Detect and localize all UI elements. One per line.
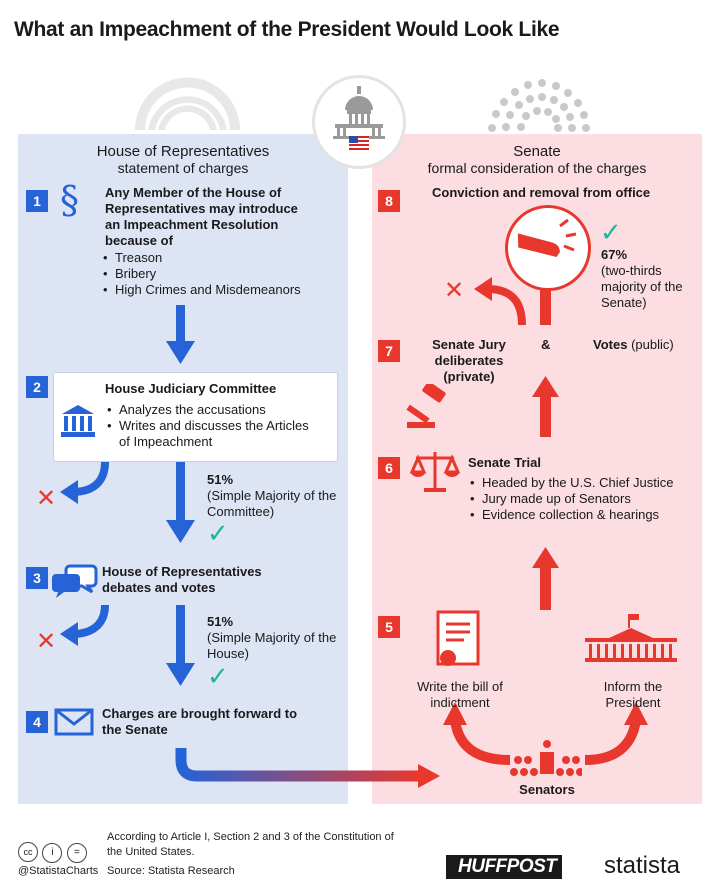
vote-house: 51% (Simple Majority of the House) bbox=[207, 614, 347, 662]
removal-badge bbox=[505, 205, 591, 291]
step-4-badge: 4 bbox=[26, 711, 48, 733]
list-item: Bribery bbox=[103, 266, 333, 282]
list-item: Headed by the U.S. Chief Justice bbox=[470, 475, 700, 491]
jury-note: (private) bbox=[443, 369, 495, 384]
vote-pct: 51% bbox=[207, 614, 234, 629]
us-flag-icon bbox=[349, 136, 369, 150]
step-6-badge: 6 bbox=[378, 457, 400, 479]
gavel-icon bbox=[406, 384, 446, 428]
huffpost-logo: HUFFPOST bbox=[446, 855, 563, 879]
step-2-title: House Judiciary Committee bbox=[105, 381, 277, 396]
vote-desc: (Simple Majority of the House) bbox=[207, 630, 337, 661]
envelope-icon bbox=[54, 708, 94, 736]
vote-pct: 51% bbox=[207, 472, 234, 487]
list-item: Analyzes the accusations bbox=[107, 402, 317, 418]
house-chamber-icon bbox=[135, 77, 240, 130]
list-item: Jury made up of Senators bbox=[470, 491, 700, 507]
vote-committee: 51% (Simple Majority of the Committee) bbox=[207, 472, 347, 520]
votes-text: Votes bbox=[593, 337, 628, 352]
step-7-amp: & bbox=[541, 337, 551, 352]
step-3-text: House of Representatives debates and vot… bbox=[102, 564, 262, 595]
vote-pct: 67% bbox=[601, 247, 628, 262]
footer-note: According to Article I, Section 2 and 3 … bbox=[107, 831, 394, 858]
vote-desc: (two-thirds majority of the Senate) bbox=[601, 263, 683, 310]
step-7-badge: 7 bbox=[378, 340, 400, 362]
senators-icon bbox=[510, 740, 582, 776]
step-2-list: Analyzes the accusations Writes and disc… bbox=[107, 402, 317, 450]
courthouse-icon bbox=[61, 405, 95, 437]
senate-title: Senate bbox=[513, 143, 561, 160]
step-7-votes: Votes (public) bbox=[593, 337, 674, 353]
scales-icon bbox=[410, 452, 460, 492]
step-1-text: Any Member of the House of Representativ… bbox=[105, 185, 298, 248]
step-8-text: Conviction and removal from office bbox=[432, 185, 651, 200]
step-7-jury: Senate Jury deliberates (private) bbox=[424, 337, 514, 385]
license-icons: cc i = bbox=[18, 842, 87, 863]
step-5-left: Write the bill of indictment bbox=[417, 679, 503, 710]
reject-x-icon: ✕ bbox=[444, 277, 465, 304]
jury-text: Senate Jury deliberates bbox=[432, 337, 506, 368]
senate-chamber-icon bbox=[488, 79, 590, 132]
attribution-icon: i bbox=[42, 843, 63, 863]
statista-logo: statista bbox=[604, 852, 681, 879]
step-2-badge: 2 bbox=[26, 376, 48, 398]
chat-bubbles-icon bbox=[52, 564, 98, 598]
votes-note: (public) bbox=[631, 337, 674, 352]
step-5-badge: 5 bbox=[378, 616, 400, 638]
step-3-badge: 3 bbox=[26, 567, 48, 589]
step-1-list: Treason Bribery High Crimes and Misdemea… bbox=[103, 250, 333, 298]
approve-check-icon: ✓ bbox=[600, 217, 622, 247]
capitol-badge bbox=[312, 75, 406, 169]
step-1-badge: 1 bbox=[26, 190, 48, 212]
step-5-right: Inform the President bbox=[603, 679, 663, 710]
vote-senate: 67% (two-thirds majority of the Senate) bbox=[601, 247, 696, 311]
house-subtitle: statement of charges bbox=[117, 160, 249, 176]
reject-x-icon: ✕ bbox=[36, 628, 57, 655]
vote-desc: (Simple Majority of the Committee) bbox=[207, 488, 337, 519]
house-title: House of Representatives bbox=[96, 143, 270, 160]
list-item: Writes and discusses the Articles of Imp… bbox=[107, 418, 317, 450]
footer-source: Source: Statista Research bbox=[107, 865, 235, 877]
senate-subtitle: formal consideration of the charges bbox=[427, 160, 647, 176]
noderivs-icon: = bbox=[66, 843, 87, 863]
cc-icon: cc bbox=[18, 842, 38, 862]
senate-header: Senate formal consideration of the charg… bbox=[372, 143, 702, 177]
step-5-senators: Senators bbox=[519, 782, 575, 797]
step-8-badge: 8 bbox=[378, 190, 400, 212]
step-6-title: Senate Trial bbox=[468, 455, 541, 470]
white-house-icon bbox=[585, 614, 677, 662]
step-4-text: Charges are brought forward to the Senat… bbox=[102, 706, 298, 737]
step-6-list: Headed by the U.S. Chief Justice Jury ma… bbox=[470, 475, 700, 523]
approve-check-icon: ✓ bbox=[207, 518, 229, 548]
approve-check-icon: ✓ bbox=[207, 661, 229, 691]
statista-handle: @StatistaCharts bbox=[18, 865, 99, 877]
reject-x-icon: ✕ bbox=[36, 485, 57, 512]
list-item: High Crimes and Misdemeanors bbox=[103, 282, 333, 298]
capitol-icon bbox=[333, 86, 385, 150]
list-item: Evidence collection & hearings bbox=[470, 507, 700, 523]
page-title: What an Impeachment of the President Wou… bbox=[14, 18, 560, 41]
document-seal-icon bbox=[436, 610, 480, 666]
house-header: House of Representatives statement of ch… bbox=[18, 143, 348, 177]
kick-shoe-icon bbox=[517, 218, 577, 257]
list-item: Treason bbox=[103, 250, 333, 266]
section-sign-icon: § bbox=[60, 178, 79, 222]
